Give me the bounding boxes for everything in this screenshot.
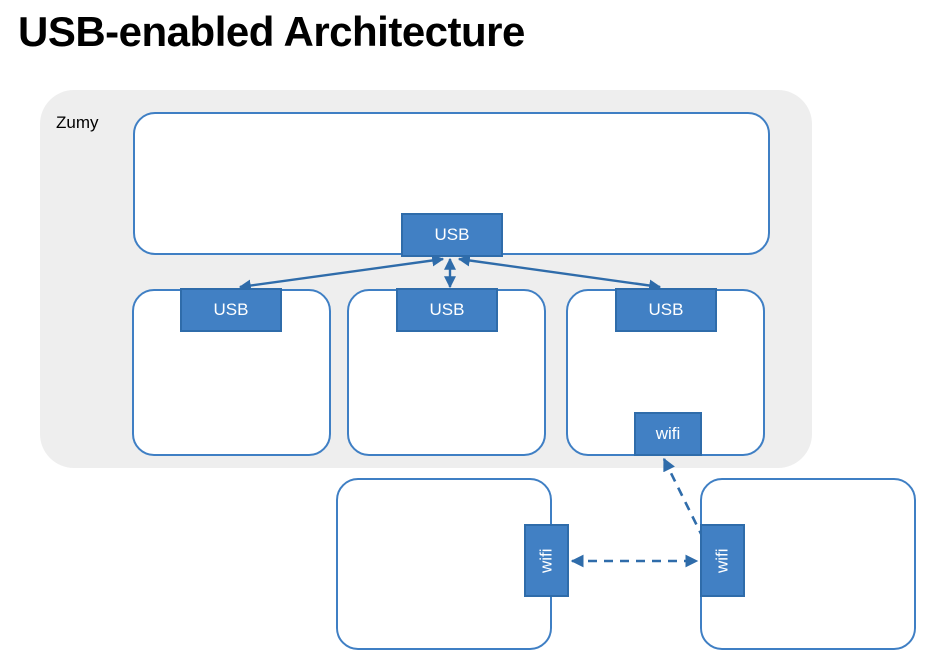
radio-wifi-port[interactable]: wifi bbox=[634, 412, 702, 456]
node-ground-control[interactable]: Ground Control bbox=[336, 478, 552, 650]
radio-usb-port[interactable]: USB bbox=[615, 288, 717, 332]
mbed-usb-port[interactable]: USB bbox=[396, 288, 498, 332]
ground-control-wifi-port[interactable]: wifi bbox=[524, 524, 569, 597]
zumy-enclosure-label: Zumy bbox=[56, 113, 99, 132]
odroid-usb-port[interactable]: USB bbox=[401, 213, 503, 257]
page-title: USB-enabled Architecture bbox=[18, 8, 525, 55]
wireless-basestation-wifi-port[interactable]: wifi bbox=[700, 524, 745, 597]
camera-usb-port[interactable]: USB bbox=[180, 288, 282, 332]
